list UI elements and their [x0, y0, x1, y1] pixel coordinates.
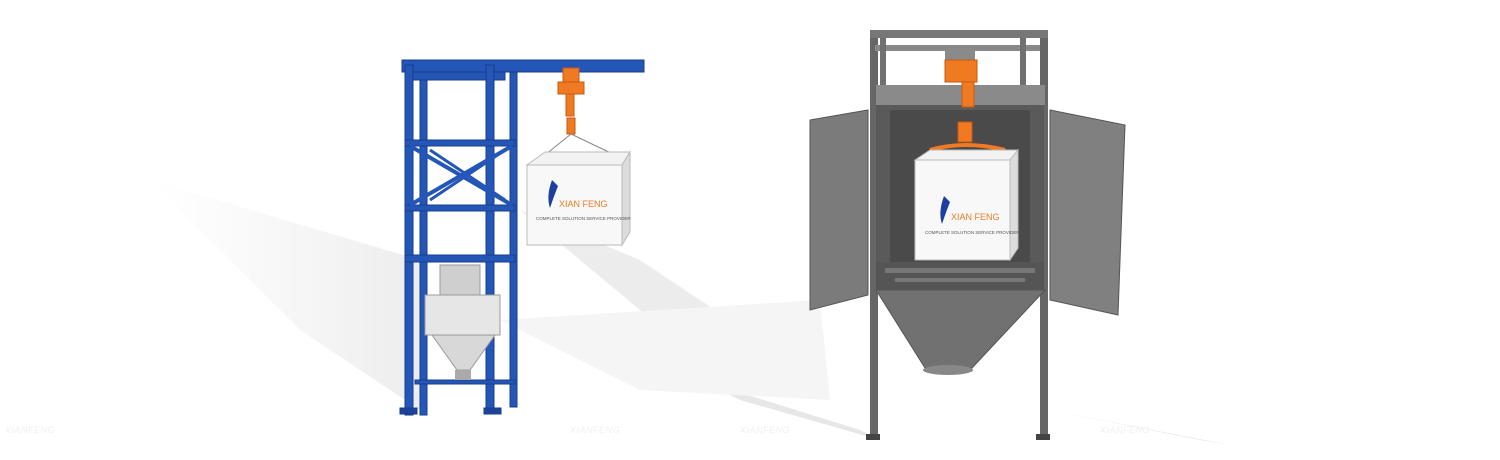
watermark: XIANFENG — [740, 425, 791, 435]
watermark: XIANFENG — [1100, 425, 1151, 435]
bulk-bag-left: XIAN FENG COMPLETE SOLUTION SERVICE PROV… — [525, 150, 631, 247]
logo-icon — [548, 180, 558, 208]
bag-tagline: COMPLETE SOLUTION SERVICE PROVIDER — [536, 216, 631, 221]
discharge-hopper-unit — [424, 264, 501, 380]
bag-tagline: COMPLETE SOLUTION SERVICE PROVIDER — [925, 230, 1020, 235]
floor-shadow — [150, 180, 1230, 445]
electric-hoist-left — [557, 67, 585, 135]
left-door — [809, 109, 869, 311]
bag-brand: XIAN FENG — [951, 212, 1000, 222]
bag-brand: XIAN FENG — [559, 199, 608, 209]
watermark: XIANFENG — [570, 425, 621, 435]
right-door — [1049, 109, 1126, 316]
blue-bag-discharge-frame — [399, 59, 645, 416]
bulk-bag-right: XIAN FENG COMPLETE SOLUTION SERVICE PROV… — [913, 148, 1020, 262]
watermark: XIANFENG — [5, 425, 56, 435]
electric-hoist-right — [929, 48, 1006, 152]
logo-icon — [940, 196, 950, 224]
